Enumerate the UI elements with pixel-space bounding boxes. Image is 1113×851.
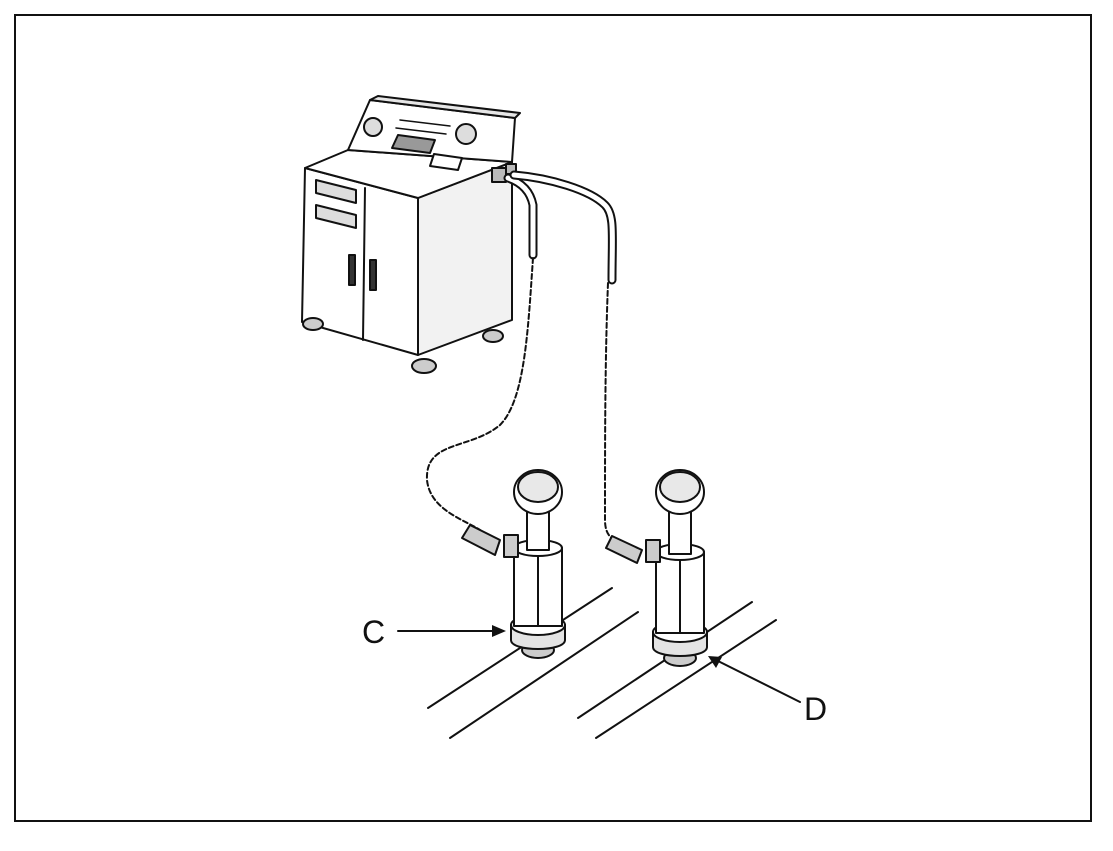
gauge-dial xyxy=(455,123,477,145)
callout-c: C xyxy=(362,614,506,650)
cabinet-foot xyxy=(302,317,324,331)
hose-fitting xyxy=(461,524,501,556)
jack-d xyxy=(645,469,708,667)
jack-c xyxy=(503,469,566,659)
label-d: D xyxy=(804,691,827,727)
callout-d: D xyxy=(708,656,827,727)
cabinet-foot xyxy=(482,329,504,343)
door-handle-left xyxy=(348,254,356,286)
hose-left xyxy=(425,173,538,556)
jack-port xyxy=(645,539,661,563)
figure-frame xyxy=(14,14,1092,822)
panel-display xyxy=(429,153,463,171)
drawer-lower xyxy=(315,204,357,229)
arrowhead-icon xyxy=(492,625,506,637)
hose-right xyxy=(509,170,643,564)
hose-fitting xyxy=(605,535,643,564)
hose-port xyxy=(491,167,507,183)
label-c: C xyxy=(362,614,385,650)
test-machine-cabinet xyxy=(301,95,521,374)
arrowhead-icon xyxy=(708,656,722,668)
panel-keypad xyxy=(391,134,436,154)
jack-port xyxy=(503,534,519,558)
cabinet-foot xyxy=(411,358,437,374)
gauge-dial xyxy=(363,117,383,137)
drawer-upper xyxy=(315,179,357,204)
door-handle-right xyxy=(369,259,377,291)
